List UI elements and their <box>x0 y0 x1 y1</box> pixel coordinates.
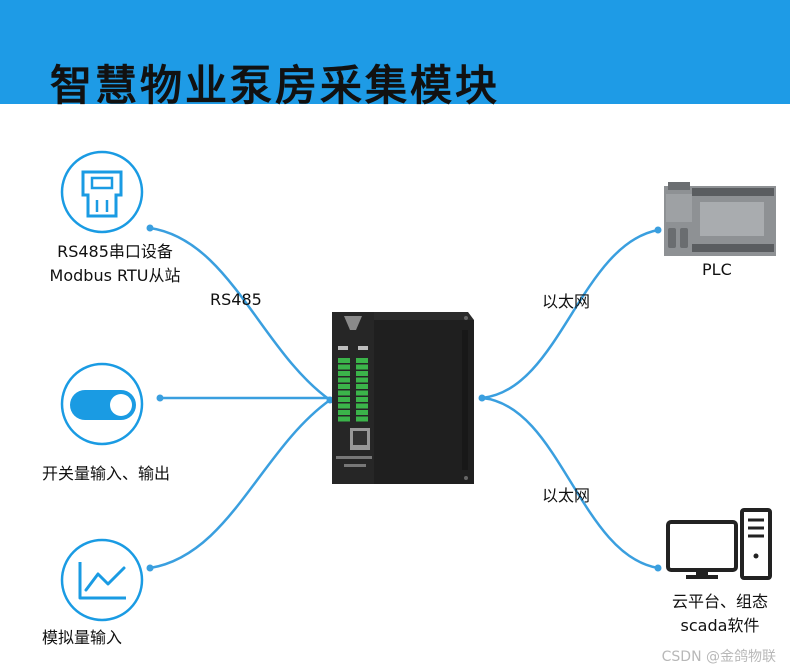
terminal-block <box>356 358 368 363</box>
terminal-block <box>338 384 350 389</box>
analog-input-label: 模拟量输入 <box>42 628 123 647</box>
terminal-block <box>356 410 368 415</box>
plc-device-icon <box>664 182 776 256</box>
pc-label: 云平台、组态 scada软件 <box>654 590 786 638</box>
terminal-block <box>356 397 368 402</box>
link-analog <box>149 398 331 570</box>
terminal-block <box>356 416 368 422</box>
rs485-link-label: RS485 <box>210 290 262 309</box>
serial-port-icon <box>60 150 144 234</box>
terminal-block <box>338 410 350 415</box>
link-dot <box>156 394 164 402</box>
terminal-block <box>356 377 368 383</box>
terminal-block <box>356 371 368 376</box>
link-pc <box>481 396 659 570</box>
pc-label-line2: scada软件 <box>680 616 760 635</box>
rs485-device-label: RS485串口设备 Modbus RTU从站 <box>30 240 200 288</box>
header-banner <box>0 0 790 104</box>
link-dot <box>326 396 334 404</box>
rs485-device-line1: RS485串口设备 <box>57 242 173 261</box>
computer-icon <box>666 508 772 580</box>
link-dot <box>654 226 662 234</box>
terminal-block <box>338 377 350 383</box>
rs485-device-line2: Modbus RTU从站 <box>49 266 181 285</box>
toggle-switch-icon <box>60 362 144 446</box>
terminal-block <box>356 390 368 396</box>
switch-io-label: 开关量输入、输出 <box>42 464 171 483</box>
link-dot <box>654 564 662 572</box>
link-plc <box>481 228 659 400</box>
terminal-block <box>356 403 368 409</box>
ethernet-bottom-label: 以太网 <box>542 486 591 505</box>
watermark: CSDN @金鸽物联 <box>661 649 776 665</box>
terminal-block <box>338 371 350 376</box>
terminal-block <box>356 384 368 389</box>
ethernet-top-label: 以太网 <box>542 292 591 311</box>
terminal-block <box>338 403 350 409</box>
link-rs485 <box>149 226 331 402</box>
line-chart-icon <box>60 538 144 622</box>
terminal-block <box>338 397 350 402</box>
terminal-block <box>338 364 350 370</box>
terminal-block <box>356 364 368 370</box>
io-module-device-icon <box>332 312 474 484</box>
plc-label: PLC <box>702 260 732 279</box>
link-dot <box>478 394 486 402</box>
link-dot <box>146 564 154 572</box>
terminal-block <box>338 358 350 363</box>
pc-label-line1: 云平台、组态 <box>671 592 768 611</box>
link-dot <box>146 224 154 232</box>
terminal-block <box>338 416 350 422</box>
page-title: 智慧物业泵房采集模块 <box>50 61 501 110</box>
terminal-block <box>338 390 350 396</box>
